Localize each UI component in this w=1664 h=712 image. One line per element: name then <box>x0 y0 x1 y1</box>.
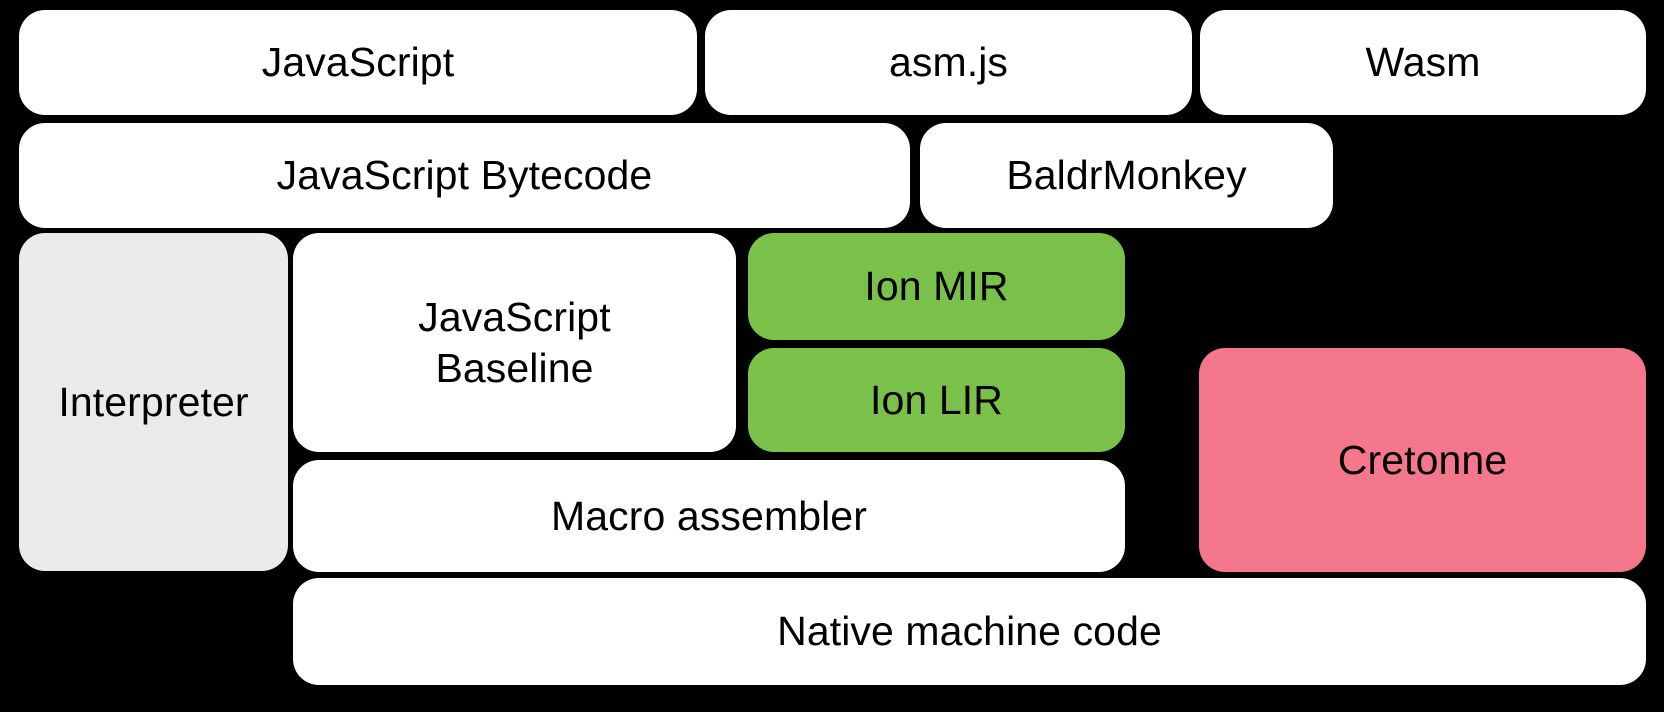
node-ion-lir: Ion LIR <box>748 348 1125 452</box>
node-javascript-bytecode: JavaScript Bytecode <box>19 123 910 228</box>
node-baldrmonkey: BaldrMonkey <box>920 123 1333 228</box>
node-javascript: JavaScript <box>19 10 697 115</box>
node-macro-assembler: Macro assembler <box>293 460 1125 572</box>
node-wasm: Wasm <box>1200 10 1646 115</box>
node-interpreter: Interpreter <box>19 233 288 571</box>
node-cretonne: Cretonne <box>1199 348 1646 572</box>
node-native-machine-code: Native machine code <box>293 578 1646 685</box>
node-asm-js: asm.js <box>705 10 1192 115</box>
node-ion-mir: Ion MIR <box>748 233 1125 340</box>
node-javascript-baseline: JavaScript Baseline <box>293 233 736 452</box>
